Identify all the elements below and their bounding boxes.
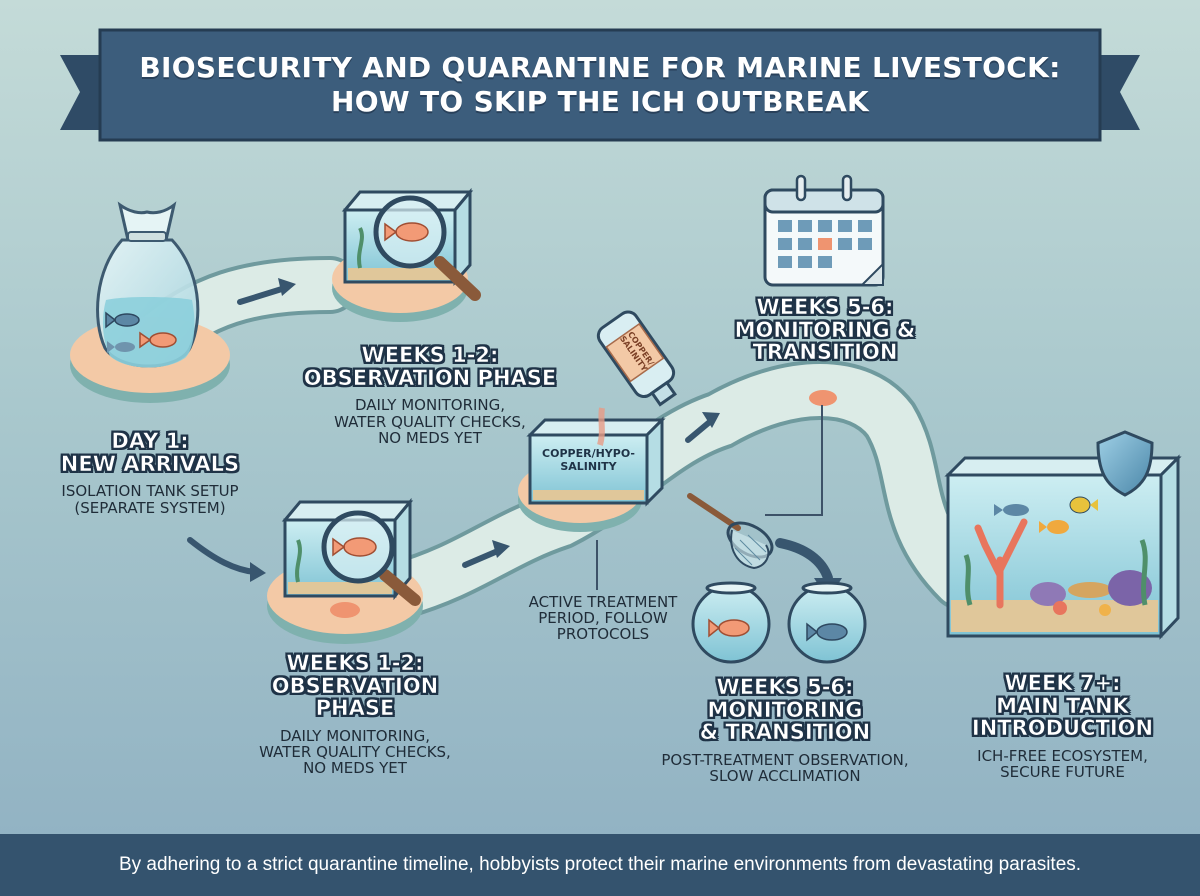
- weeks12-lower-heading-line2: OBSERVATION: [271, 673, 439, 698]
- fish-icon: [994, 504, 1029, 516]
- week7-heading-line1: WEEK 7+:: [1004, 671, 1121, 695]
- weeks56-upper-heading-line2: MONITORING &: [734, 317, 916, 342]
- weeks56-lower-desc-line2: SLOW ACCLIMATION: [709, 767, 861, 786]
- week7-description: ICH-FREE ECOSYSTEM, SECURE FUTURE: [945, 747, 1180, 782]
- weeks56-upper-heading-line3: TRANSITION: [752, 340, 898, 365]
- stage-weeks12-lower: WEEKS 1-2: OBSERVATION PHASE DAILY MONIT…: [240, 652, 470, 777]
- weeks12-lower-heading-line1: WEEKS 1-2:: [286, 651, 424, 675]
- title-banner: BIOSECURITY AND QUARANTINE FOR MARINE LI…: [100, 30, 1100, 140]
- arrow-icon: [685, 412, 720, 443]
- weeks56-lower-heading-line1: WEEKS 5-6:: [716, 675, 854, 699]
- week7-desc-line1: ICH-FREE ECOSYSTEM,: [977, 747, 1148, 766]
- path-arrows: [187, 278, 720, 582]
- timeline-path: [121, 256, 990, 620]
- net-icon: [687, 493, 774, 570]
- stage-week7: WEEK 7+: MAIN TANK INTRODUCTION ICH-FREE…: [945, 671, 1180, 782]
- weeks12-lower-heading-line3: PHASE: [315, 696, 395, 721]
- day1-desc-line2: (SEPARATE SYSTEM): [74, 498, 226, 517]
- treatment-tank-label-line2: SALINITY: [560, 459, 617, 473]
- treatment-desc-line2: PERIOD, FOLLOW: [538, 609, 668, 628]
- treatment-description: ACTIVE TREATMENT PERIOD, FOLLOW PROTOCOL…: [508, 594, 698, 643]
- weeks56-lower-heading-line3: & TRANSITION: [699, 720, 871, 745]
- weeks12-lower-description: DAILY MONITORING, WATER QUALITY CHECKS, …: [240, 728, 470, 777]
- fish-icon: [1039, 520, 1069, 534]
- footer-text: By adhering to a strict quarantine timel…: [118, 854, 1082, 875]
- weeks12-lower-desc-line3: NO MEDS YET: [303, 759, 407, 778]
- connector-lines: [596, 405, 823, 590]
- fish-icon: [384, 222, 429, 242]
- weeks12-upper-desc-line2: WATER QUALITY CHECKS,: [334, 412, 526, 431]
- magnifier-icon: [321, 510, 421, 606]
- main-tank: [944, 454, 1182, 640]
- coral-icon: [963, 518, 1152, 616]
- weeks12-lower-desc-line1: DAILY MONITORING,: [279, 727, 431, 746]
- title-line-2: HOW TO SKIP THE ICH OUTBREAK: [330, 85, 870, 118]
- treatment-tank-label-line1: COPPER/HYPO-: [542, 447, 635, 460]
- fish-icon: [708, 618, 750, 638]
- fish-icon: [1069, 496, 1098, 514]
- stage-weeks56-lower: WEEKS 5-6: MONITORING & TRANSITION POST-…: [640, 675, 930, 786]
- treatment-tank-label: COPPER/HYPO- SALINITY: [530, 447, 647, 473]
- weeks56-upper-heading-line1: WEEKS 5-6:: [756, 295, 894, 319]
- day1-description: ISOLATION TANK SETUP (SEPARATE SYSTEM): [20, 482, 280, 517]
- arrow-icon: [462, 540, 510, 568]
- footer-bar: By adhering to a strict quarantine timel…: [0, 834, 1200, 896]
- weeks12-upper-description: DAILY MONITORING, WATER QUALITY CHECKS, …: [300, 397, 560, 446]
- weeks12-lower-desc-line2: WATER QUALITY CHECKS,: [259, 743, 451, 762]
- fishbowl-icon: [787, 581, 867, 664]
- weeks12-upper-desc-line3: NO MEDS YET: [378, 428, 482, 447]
- stage-treatment: ACTIVE TREATMENT PERIOD, FOLLOW PROTOCOL…: [508, 594, 698, 643]
- treatment-desc-line3: PROTOCOLS: [556, 625, 650, 644]
- stage-weeks56-upper: WEEKS 5-6: MONITORING & TRANSITION: [710, 296, 940, 364]
- weeks56-lower-description: POST-TREATMENT OBSERVATION, SLOW ACCLIMA…: [640, 751, 930, 786]
- observation-tank-upper: [341, 187, 481, 301]
- observation-tank-lower: [281, 497, 421, 606]
- calendar-icon: [763, 174, 885, 287]
- week7-heading-line3: INTRODUCTION: [971, 716, 1154, 741]
- fish-icon: [139, 331, 177, 349]
- treatment-desc-line1: ACTIVE TREATMENT: [528, 593, 678, 611]
- fish-icon: [105, 311, 140, 329]
- weeks56-lower-desc-line1: POST-TREATMENT OBSERVATION,: [661, 751, 909, 770]
- day1-heading-line1: DAY 1:: [111, 429, 189, 453]
- stage-weeks12-upper: WEEKS 1-2: OBSERVATION PHASE DAILY MONIT…: [300, 344, 560, 446]
- weeks12-upper-desc-line1: DAILY MONITORING,: [354, 396, 506, 415]
- weeks12-upper-heading-line2: OBSERVATION PHASE: [303, 365, 557, 390]
- day1-heading-line2: NEW ARRIVALS: [60, 451, 240, 476]
- weeks12-upper-heading-line1: WEEKS 1-2:: [361, 343, 499, 367]
- fish-icon: [107, 341, 135, 353]
- week7-desc-line2: SECURE FUTURE: [1000, 763, 1125, 782]
- bag-icon: [96, 201, 200, 368]
- bottle-icon: [596, 310, 677, 407]
- fishbowl-icon: [691, 581, 771, 664]
- weeks56-lower-heading-line2: MONITORING: [707, 697, 863, 722]
- treatment-tank: [526, 407, 666, 507]
- arrow-icon: [187, 537, 266, 582]
- fish-icon: [806, 622, 848, 642]
- stage-day1: DAY 1: NEW ARRIVALS ISOLATION TANK SETUP…: [20, 430, 280, 516]
- title-banner-shape: [60, 28, 1140, 142]
- title-line-1: BIOSECURITY AND QUARANTINE FOR MARINE LI…: [139, 51, 1061, 85]
- magnifier-icon: [373, 195, 481, 301]
- arrow-icon: [237, 278, 296, 305]
- week7-heading-line2: MAIN TANK: [996, 693, 1129, 718]
- fish-icon: [332, 537, 377, 557]
- shield-icon: [1096, 430, 1154, 497]
- day1-desc-line1: ISOLATION TANK SETUP: [61, 482, 239, 501]
